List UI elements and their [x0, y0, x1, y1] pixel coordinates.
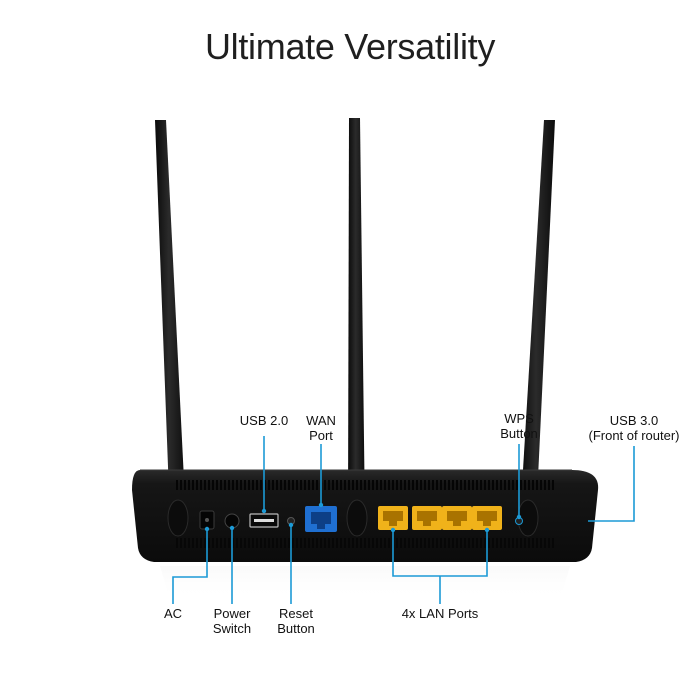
antenna-icon [520, 120, 555, 520]
lan-port-icon [442, 506, 472, 530]
antenna-icon [155, 120, 186, 520]
lan-ports-label: 4x LAN Ports [401, 606, 479, 621]
callout-lines [172, 436, 635, 604]
wps-button-label: WPS Button [500, 411, 538, 441]
page-title: Ultimate Versatility [204, 26, 496, 67]
usb3-label: USB 3.0 (Front of router) [588, 413, 680, 443]
power-jack-icon [199, 510, 215, 530]
lan-port-icon [412, 506, 442, 530]
antenna-icon [348, 118, 365, 520]
reset-button-label: Reset Button [277, 606, 315, 636]
usb-port-icon [249, 513, 279, 528]
lan-port-icon [378, 506, 408, 530]
power-switch-label: Power Switch [212, 606, 252, 636]
wan-port-icon [305, 506, 337, 532]
usb2-label: USB 2.0 [239, 413, 289, 428]
wan-port-label: WAN Port [306, 413, 336, 443]
ac-label: AC [163, 606, 183, 621]
lan-port-icon [472, 506, 502, 530]
lan-ports [378, 506, 502, 530]
